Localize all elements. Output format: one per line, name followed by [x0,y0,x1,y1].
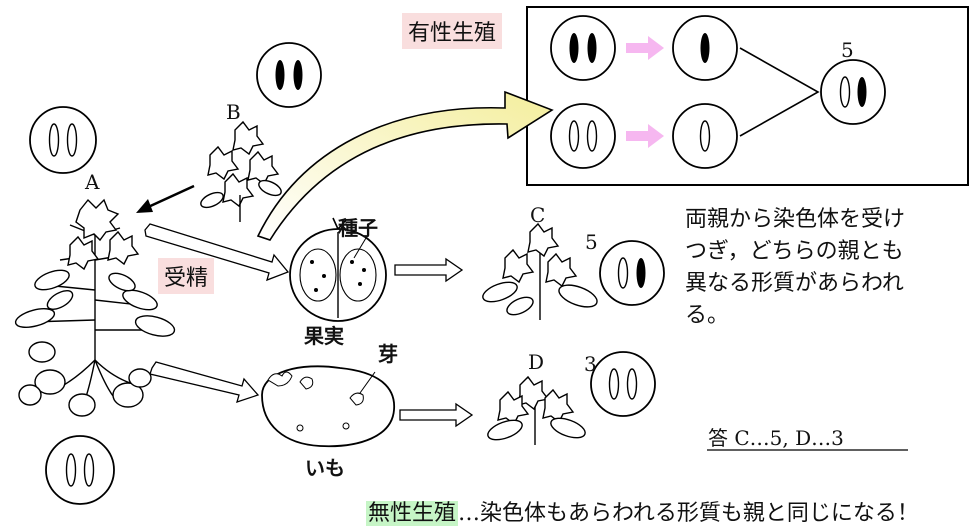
explanation-line-2: つぎ，どちらの親とも [685,239,904,264]
explanation-line-3: 異なる形質があらわれ [685,271,904,296]
plant-c-illustration [482,222,598,320]
number-5-c: 5 [585,230,598,254]
seed-label: 種子 [338,216,378,240]
cell-parent-b [550,15,616,81]
potato-illustration [261,365,395,448]
arrow-to-d [399,402,474,428]
plant-b-label: B [226,100,241,124]
plant-d-label: D [528,350,545,374]
sexual-reproduction-box [526,6,969,186]
pink-arrow-bottom [626,124,664,148]
fertilization-label: 受精 [158,258,215,294]
explanation-text: 両親から染色体を受け つぎ，どちらの親とも 異なる形質があらわれ る。 [685,204,905,332]
cell-gamete-a [672,103,738,169]
answer-text: 答 C…5, D…3 [708,426,844,450]
cell-parent-a-box [550,103,616,169]
plant-b-illustration [200,120,282,222]
arrow-to-fruit [144,223,290,282]
explanation-line-1: 両親から染色体を受け [685,207,906,232]
explanation-line-4: る。 [685,303,730,328]
asexual-reproduction-term: 無性生殖 [366,501,459,526]
pollination-arrow [136,184,195,213]
cell-a-top [29,106,97,174]
pink-arrow-top [626,36,664,60]
cell-a-bottom [45,435,115,505]
plant-c-label: C [530,203,546,227]
cell-offspring-box [820,59,886,125]
plant-a-label: A [85,170,100,194]
number-5-box: 5 [841,38,854,62]
plant-d-illustration [487,375,586,445]
plant-a-illustration [14,198,176,417]
cell-gamete-b [672,15,738,81]
asexual-reproduction-description: …染色体もあらわれる形質も親と同じになる！ [458,501,919,526]
fruit-label: 果実 [304,324,344,348]
bud-label: 芽 [378,342,398,366]
cell-d [590,351,656,417]
sexual-reproduction-label: 有性生殖 [402,13,503,49]
potato-label: いも [305,456,345,480]
arrow-to-potato [149,361,260,404]
fruit-illustration [289,217,387,322]
cell-b-top [256,42,322,108]
yellow-curved-arrow [256,90,554,241]
asexual-reproduction-note: 無性生殖…染色体もあらわれる形質も親と同じになる！ [366,495,919,527]
arrow-to-c [394,257,464,283]
cell-c [599,240,665,306]
number-3-d: 3 [584,352,597,376]
fertilization-lines [739,47,820,137]
